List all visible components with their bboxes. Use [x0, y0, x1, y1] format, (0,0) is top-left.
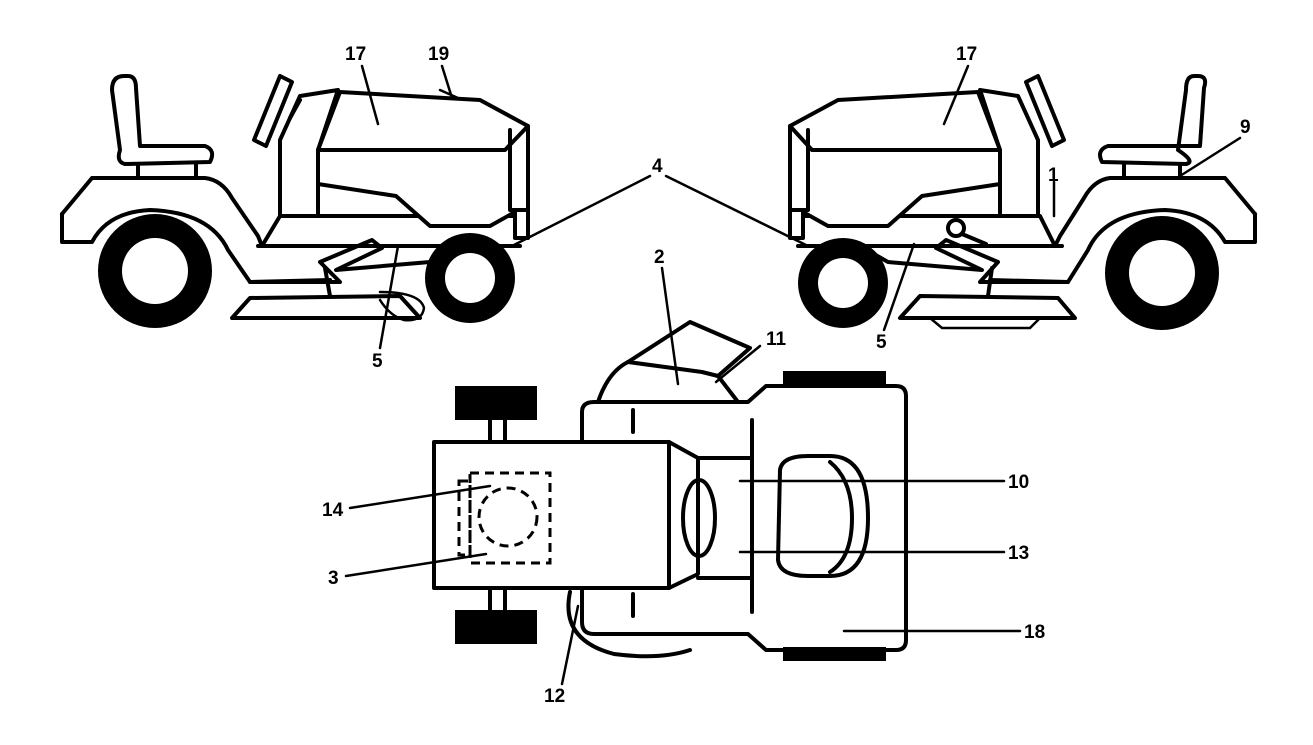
top-body-outline — [580, 384, 908, 652]
top-front-tire-upper — [783, 371, 886, 385]
top-steering-oval — [681, 478, 717, 558]
callout-right-9: 9 — [1240, 117, 1251, 138]
right-lever-knob — [946, 218, 966, 238]
top-dashed-circle — [477, 486, 539, 548]
callout-2: 2 — [654, 247, 665, 268]
callout-13: 13 — [1008, 543, 1029, 564]
callout-right-5: 5 — [876, 332, 887, 353]
left-mower-deck — [230, 294, 422, 320]
callout-left-5: 5 — [372, 351, 383, 372]
right-steering-wheel — [1024, 74, 1066, 148]
right-mower-deck — [898, 294, 1077, 320]
top-rear-tire-lower — [455, 610, 537, 644]
top-dashed-square — [468, 471, 552, 565]
callout-right-1: 1 — [1048, 165, 1059, 186]
left-seat — [110, 74, 215, 166]
right-rear-fender — [788, 176, 1257, 248]
right-seat — [1098, 74, 1208, 166]
leader-lines — [344, 64, 1242, 686]
callout-3: 3 — [328, 568, 339, 589]
callout-11: 11 — [766, 329, 787, 350]
callout-14: 14 — [322, 500, 344, 521]
left-steering-wheel — [252, 74, 294, 148]
callout-4: 4 — [652, 156, 663, 177]
callout-12: 12 — [544, 686, 565, 707]
right-hood — [788, 90, 1002, 240]
top-discharge-chute — [596, 320, 752, 404]
callout-labels: 17 19 4 5 17 9 1 5 2 11 10 13 14 3 18 12 — [322, 44, 1251, 707]
left-side-view — [60, 74, 530, 328]
callout-18: 18 — [1024, 622, 1045, 643]
top-rear-tire-upper — [455, 386, 537, 420]
callout-left-19: 19 — [428, 44, 449, 65]
callout-right-17: 17 — [956, 44, 977, 65]
top-view — [432, 320, 908, 661]
left-rear-fender — [60, 176, 527, 248]
right-side-view — [788, 74, 1257, 330]
top-hood-dome — [776, 454, 870, 578]
callout-left-17: 17 — [345, 44, 366, 65]
callout-10: 10 — [1008, 472, 1029, 493]
